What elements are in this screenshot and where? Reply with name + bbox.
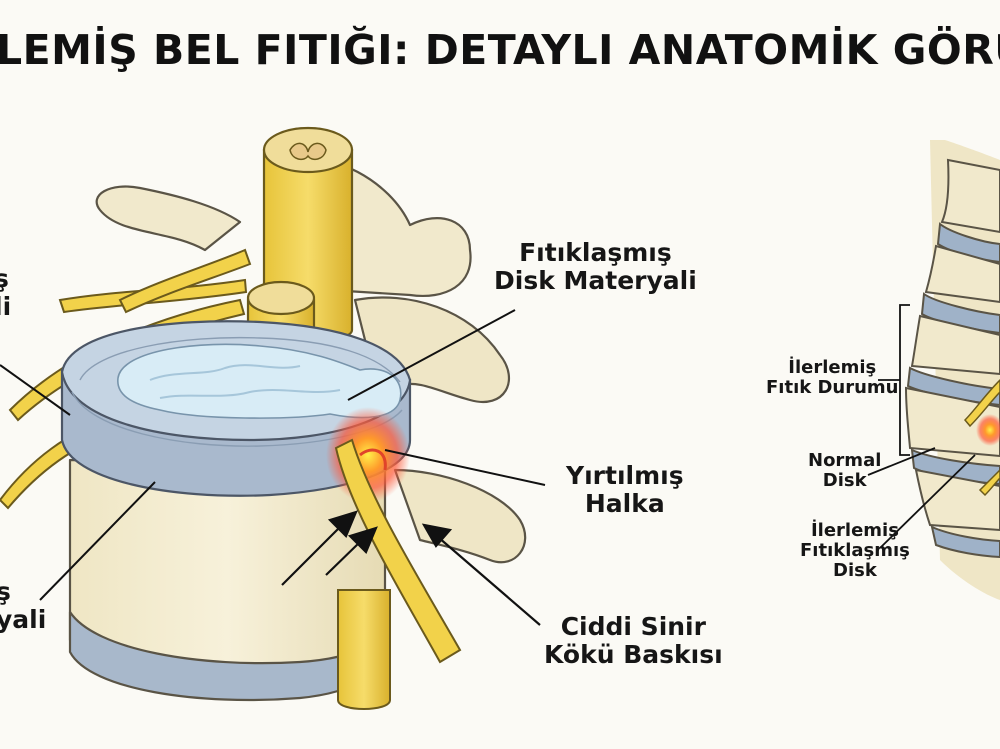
transverse-process-left: [95, 185, 242, 252]
compression-arrows: [281, 510, 541, 626]
side-nerve: [963, 378, 1000, 428]
disc-5: [930, 525, 1000, 559]
lumbar-spine-side: [904, 140, 1000, 600]
leader-lines: [0, 309, 546, 601]
herniation-hotspot: [976, 414, 1000, 446]
intervertebral-disc: [60, 320, 412, 497]
vertebra-5: [914, 468, 1000, 532]
compressed-nerve: [326, 407, 462, 710]
page-title: LEMİŞ BEL FITIĞI: DETAYLI ANATOMİK GÖRÜ: [0, 26, 1000, 74]
vertebra-2: [924, 244, 1000, 304]
nucleus-pulposus: [117, 343, 402, 419]
lower-posterior-process: [393, 468, 527, 564]
label-left-top: şli: [0, 264, 12, 321]
vertebra-4: [904, 386, 1000, 458]
right-leaders: [867, 304, 976, 549]
vertebra-1: [940, 158, 1000, 234]
vertebra-3: [910, 314, 1000, 376]
